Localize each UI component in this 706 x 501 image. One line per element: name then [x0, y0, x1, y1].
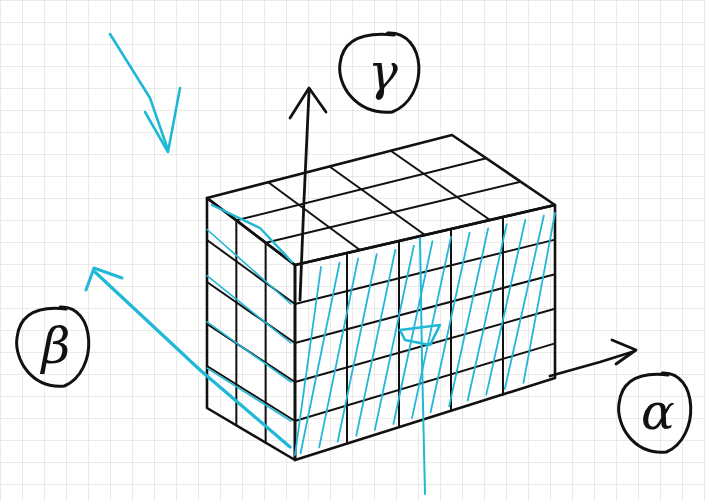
blue-hatching [486, 220, 525, 395]
left-face-grid [265, 243, 267, 443]
axis-arrowhead [86, 268, 122, 290]
axis-label-circle: β [14, 304, 98, 388]
blue-hatching [468, 224, 507, 400]
blue-mark [400, 325, 440, 345]
blue-arrow [110, 34, 168, 150]
axis-arrowhead [290, 88, 326, 118]
left-face-outline [207, 198, 295, 460]
blue-hatching [319, 258, 358, 447]
blue-hatching [207, 322, 291, 382]
blue-hatching [449, 228, 488, 406]
axis-letter: α [641, 387, 675, 437]
beta-axis [95, 272, 290, 447]
blue-hatching [207, 230, 291, 305]
axis-label-circle: γ [337, 30, 429, 114]
axis-letter: β [42, 321, 71, 371]
cube-drawing [207, 135, 555, 460]
right-face-outline [295, 205, 555, 460]
top-face-grid [236, 158, 486, 220]
right-face-grid [346, 253, 348, 444]
blue-markings [86, 34, 555, 494]
circle-stroke [17, 307, 89, 386]
blue-hatching [523, 213, 555, 383]
axis-letter: γ [368, 47, 398, 97]
blue-hatching [375, 246, 414, 430]
blue-hatching [393, 241, 432, 424]
blue-hatching [431, 233, 470, 413]
blue-hatching [356, 250, 395, 436]
circle-stroke [619, 373, 691, 452]
left-face-grid [235, 220, 237, 425]
axis-arrowhead [612, 340, 636, 364]
right-face-grid [295, 274, 555, 343]
blue-edge-stroke [212, 205, 292, 262]
gamma-axis [300, 92, 309, 300]
circle-stroke [340, 33, 419, 112]
blue-hatching [338, 254, 377, 441]
axes [290, 88, 636, 376]
blue-hatching [207, 276, 291, 343]
blue-hatching [301, 263, 340, 454]
blue-arrowhead [145, 88, 180, 152]
axis-label-circle: α [616, 370, 700, 454]
blue-vertical-line [420, 238, 425, 494]
alpha-axis [550, 352, 632, 376]
